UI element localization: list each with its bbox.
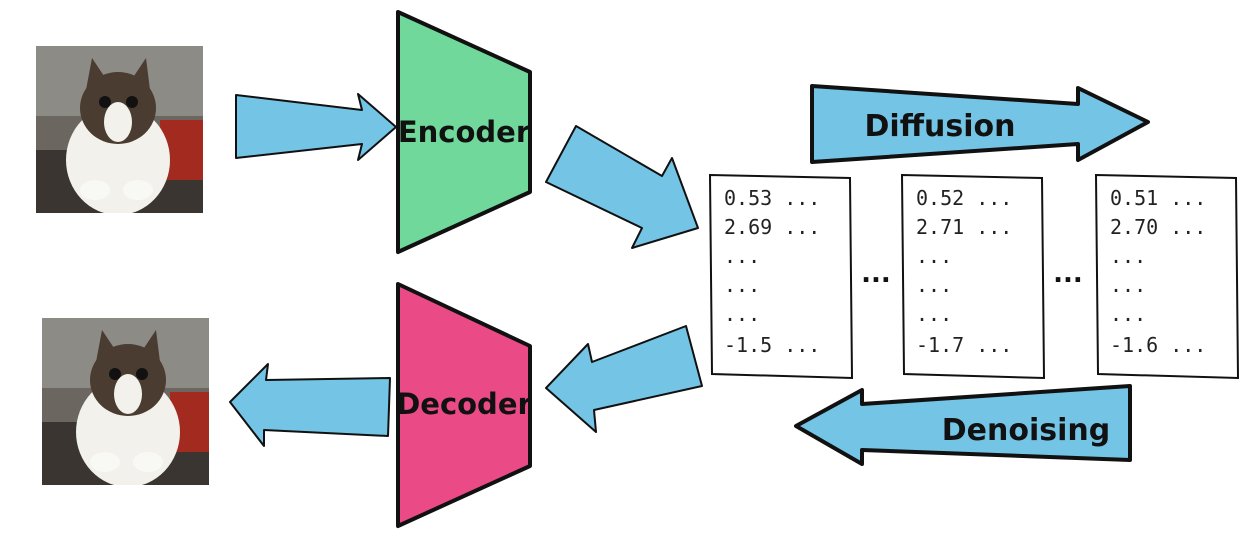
decoder-block xyxy=(396,282,532,528)
output-cat-image xyxy=(42,318,209,485)
denoising-arrow xyxy=(794,384,1132,466)
latent-1-line-3: ... xyxy=(724,244,760,268)
arrow-image-to-encoder xyxy=(235,93,397,161)
ellipsis-between-1-2: ... xyxy=(861,259,891,289)
latent-2-line-5: ... xyxy=(916,302,952,326)
diffusion-label: Diffusion xyxy=(865,109,1016,144)
denoising-label: Denoising xyxy=(942,413,1110,448)
latent-3-line-4: ... xyxy=(1110,273,1146,297)
latent-1-line-2: 2.69 ... xyxy=(724,215,820,239)
latent-column-3: 0.51 ... 2.70 ... ... ... ... -1.6 ... xyxy=(1094,173,1240,380)
latent-3-line-3: ... xyxy=(1110,244,1146,268)
latent-2-line-6: -1.7 ... xyxy=(916,333,1012,357)
latent-2-line-3: ... xyxy=(916,244,952,268)
latent-1-line-1: 0.53 ... xyxy=(724,186,820,210)
latent-column-1: 0.53 ... 2.69 ... ... ... ... -1.5 ... xyxy=(708,173,854,380)
encoder-block xyxy=(396,10,532,254)
arrow-latent-to-decoder xyxy=(545,325,703,433)
encoder-label: Encoder xyxy=(398,115,531,149)
latent-2-line-2: 2.71 ... xyxy=(916,215,1012,239)
latent-3-line-5: ... xyxy=(1110,302,1146,326)
latent-column-2: 0.52 ... 2.71 ... ... ... ... -1.7 ... xyxy=(900,173,1046,380)
latent-1-line-6: -1.5 ... xyxy=(724,333,820,357)
latent-1-line-4: ... xyxy=(724,273,760,297)
diffusion-arrow xyxy=(810,84,1150,164)
ellipsis-between-2-3: ... xyxy=(1053,259,1083,289)
latent-3-line-1: 0.51 ... xyxy=(1110,186,1206,210)
latent-3-line-6: -1.6 ... xyxy=(1110,333,1206,357)
decoder-label: Decoder xyxy=(396,387,532,421)
input-cat-image xyxy=(36,46,203,213)
latent-2-line-1: 0.52 ... xyxy=(916,186,1012,210)
latent-2-line-4: ... xyxy=(916,273,952,297)
latent-3-line-2: 2.70 ... xyxy=(1110,215,1206,239)
arrow-encoder-to-latent xyxy=(545,125,699,249)
latent-1-line-5: ... xyxy=(724,302,760,326)
arrow-decoder-to-image xyxy=(229,363,391,447)
